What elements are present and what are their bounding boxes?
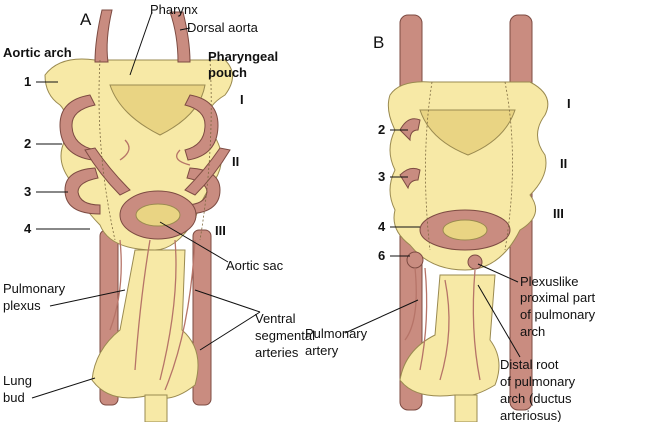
- pulmonary-artery-label: Pulmonary: [305, 326, 368, 341]
- plexuslike-label: Plexuslike: [520, 274, 579, 289]
- dorsal-aorta-label: Dorsal aorta: [187, 20, 259, 35]
- pouch-2-label-b: II: [560, 156, 567, 171]
- pouch-2-label: II: [232, 154, 239, 169]
- plexuslike-label: of pulmonary: [520, 307, 596, 322]
- lung-bud-label: Lung: [3, 373, 32, 388]
- plexuslike-label: arch: [520, 324, 545, 339]
- arch-4-label-b: 4: [378, 219, 386, 234]
- arch-2-label: 2: [24, 136, 31, 151]
- pouch-3-label-b: III: [553, 206, 564, 221]
- pouch-1-label: I: [240, 92, 244, 107]
- arch-4-label: 4: [24, 221, 32, 236]
- plexuslike-label: proximal part: [520, 290, 596, 305]
- pharyngeal-pouch-label: pouch: [208, 65, 247, 80]
- pulmonary-artery-label: artery: [305, 343, 339, 358]
- arch-1-label: 1: [24, 74, 31, 89]
- ventral-segmental-label: segmental: [255, 328, 315, 343]
- distal-root-label: Distal root: [500, 357, 559, 372]
- arch-3-label-b: 3: [378, 169, 385, 184]
- pouch-1-label-b: I: [567, 96, 571, 111]
- panel-b-illustration: [387, 14, 549, 422]
- distal-root-label: of pulmonary: [500, 374, 576, 389]
- ventral-segmental-label: Ventral: [255, 311, 296, 326]
- pharyngeal-pouch-label: Pharyngeal: [208, 49, 278, 64]
- aortic-arch-label: Aortic arch: [3, 45, 72, 60]
- pouch-3-label: III: [215, 223, 226, 238]
- lung-bud-label: bud: [3, 390, 25, 405]
- panel-a-letter: A: [80, 10, 92, 29]
- arch-2-label-b: 2: [378, 122, 385, 137]
- distal-root-label: arch (ductus: [500, 391, 572, 406]
- aortic-sac-label: Aortic sac: [226, 258, 284, 273]
- panel-b-letter: B: [373, 33, 384, 52]
- arch-3-label: 3: [24, 184, 31, 199]
- pharynx-label: Pharynx: [150, 2, 198, 17]
- distal-root-label: arteriosus): [500, 408, 561, 422]
- panel-a-illustration: [44, 9, 233, 422]
- pulmonary-plexus-label: plexus: [3, 298, 41, 313]
- pulmonary-plexus-label: Pulmonary: [3, 281, 66, 296]
- ventral-segmental-label: arteries: [255, 345, 299, 360]
- arch-6-label-b: 6: [378, 248, 385, 263]
